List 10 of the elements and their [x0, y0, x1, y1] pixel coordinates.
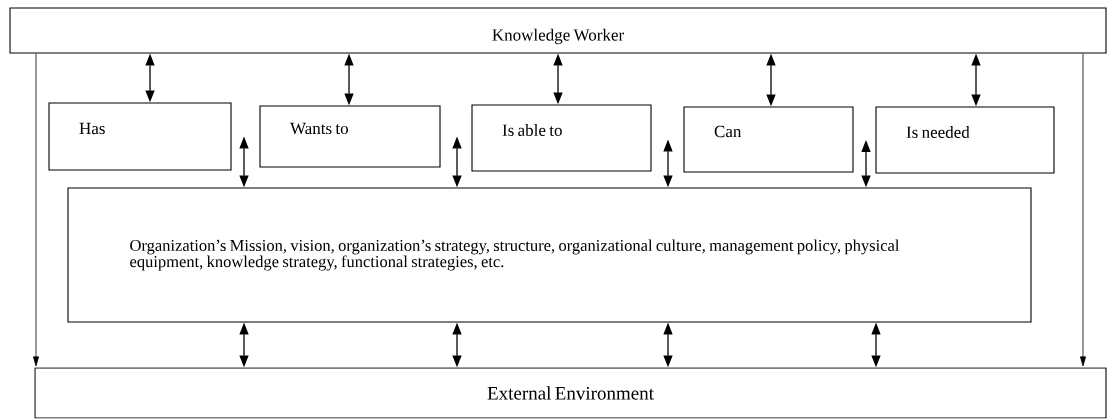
connector-line — [1080, 53, 1086, 367]
content-box: Organization’s Mission, vision, organization’s strategy, structure, organizational culture, management policy, physical equipment, knowledge strategy, functional strategies, etc. — [67, 187, 1032, 323]
label-box: Is able to — [471, 104, 652, 172]
label-box: Has — [48, 102, 232, 171]
connector-line — [33, 53, 39, 367]
label-box: Wants to — [259, 105, 441, 168]
footer-box: External Environment — [34, 367, 1107, 419]
label-box: Is needed — [875, 106, 1055, 174]
label-box: Can — [683, 106, 854, 173]
header-box: Knowledge Worker — [9, 7, 1107, 54]
